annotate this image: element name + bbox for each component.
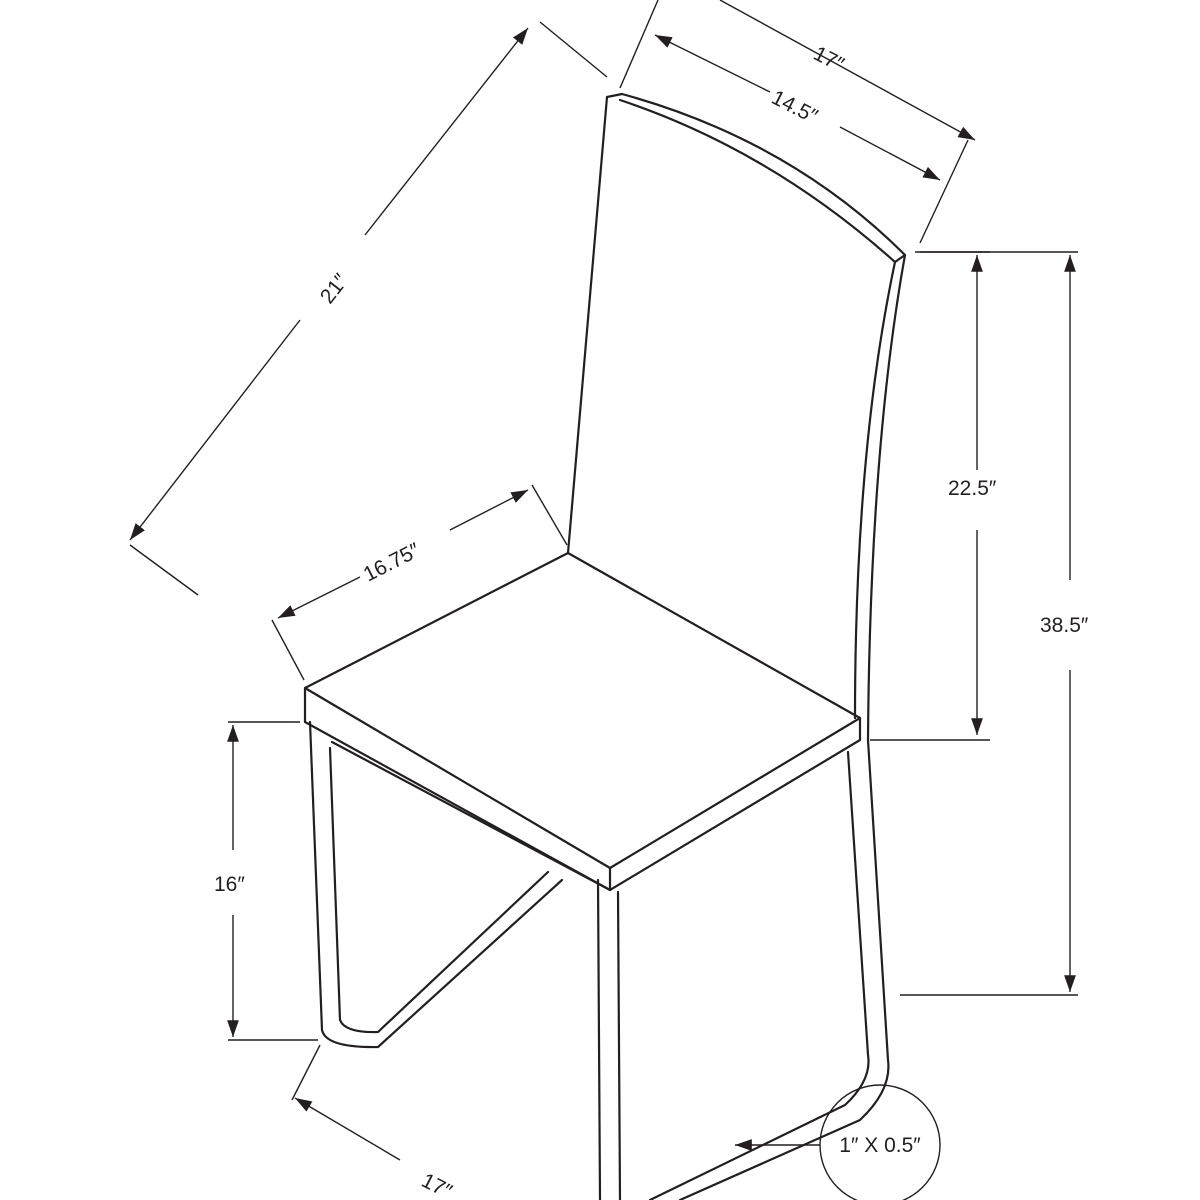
- label-seat-height: 16″: [214, 873, 245, 896]
- label-seat-width: 16.75″: [360, 538, 424, 586]
- frame: [308, 720, 890, 1200]
- tube-detail-circle: [819, 1084, 941, 1200]
- label-base-depth: 17″: [418, 1169, 456, 1200]
- backrest: [566, 92, 907, 742]
- dimension-lines: [129, 0, 1078, 1161]
- label-back-outer-width: 17″: [810, 42, 848, 77]
- seat: [303, 551, 862, 892]
- label-overall-height: 38.5″: [1040, 614, 1089, 637]
- label-overall-depth: 21″: [316, 269, 353, 308]
- label-tube-size: 1″ X 0.5″: [839, 1134, 921, 1157]
- label-back-inner-width: 14.5″: [768, 86, 822, 129]
- label-back-height: 22.5″: [948, 477, 997, 500]
